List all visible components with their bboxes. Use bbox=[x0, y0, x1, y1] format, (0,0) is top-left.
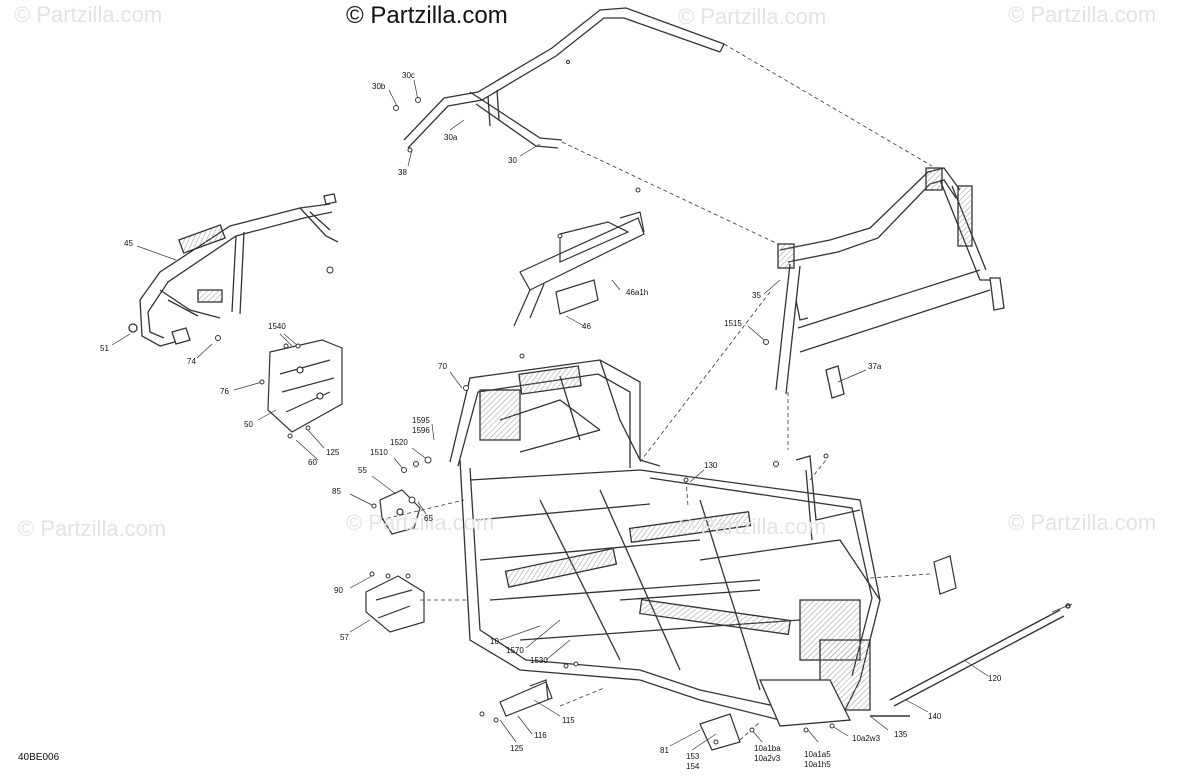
callout-label: 30 bbox=[508, 156, 517, 165]
main-chassis bbox=[449, 359, 881, 727]
callout-label: 1510 bbox=[370, 448, 388, 457]
callout-label: 10a2v3 bbox=[754, 754, 781, 763]
callout-label: 37a bbox=[868, 362, 882, 371]
callout-label: 1520 bbox=[390, 438, 408, 447]
callout-label: 115 bbox=[562, 716, 575, 725]
callout-label: 10a1h5 bbox=[804, 760, 831, 769]
watermark-text: © Partzilla.com bbox=[14, 2, 163, 27]
lower-brackets bbox=[499, 679, 741, 751]
callout-label: 46 bbox=[582, 322, 591, 331]
front-roll-bar bbox=[128, 193, 339, 347]
callout-label: 76 bbox=[220, 387, 229, 396]
callout-label: 55 bbox=[358, 466, 367, 475]
diagram-code: 40BE006 bbox=[18, 752, 60, 763]
side-rail bbox=[870, 603, 1071, 717]
brand-title: © Partzilla.com bbox=[346, 2, 508, 29]
callout-label: 65 bbox=[424, 514, 433, 523]
callout-label: 10a1ba bbox=[754, 744, 781, 753]
callout-label: 1515 bbox=[724, 319, 742, 328]
callout-label: 1595 bbox=[412, 416, 430, 425]
callout-label: 35 bbox=[752, 291, 761, 300]
callout-label: 38 bbox=[398, 168, 407, 177]
callout-label: 140 bbox=[928, 712, 942, 721]
watermark-text: © Partzilla.com bbox=[346, 510, 495, 535]
callout-label: 1596 bbox=[412, 426, 430, 435]
callout-label: 120 bbox=[988, 674, 1002, 683]
callout-label: 74 bbox=[187, 357, 196, 366]
callout-label: 85 bbox=[332, 487, 341, 496]
watermark-text: © Partzilla.com bbox=[1008, 510, 1157, 535]
callout-label: 90 bbox=[334, 586, 343, 595]
callout-label: 135 bbox=[894, 730, 908, 739]
callout-label: 154 bbox=[686, 762, 700, 771]
callout-label: 1540 bbox=[268, 322, 286, 331]
callout-label: 57 bbox=[340, 633, 349, 642]
roof-cage bbox=[403, 7, 1005, 399]
callout-label: 46a1h bbox=[626, 288, 649, 297]
rear-panel bbox=[513, 211, 645, 327]
callout-label: 1530 bbox=[530, 656, 548, 665]
callout-label: 70 bbox=[438, 362, 447, 371]
assembly-lines bbox=[379, 43, 933, 741]
callout-label: 60 bbox=[308, 458, 317, 467]
callout-label: 50 bbox=[244, 420, 253, 429]
callout-label: 10 bbox=[490, 637, 499, 646]
callout-label: 10a1a5 bbox=[804, 750, 831, 759]
callout-label: 130 bbox=[704, 461, 718, 470]
leader-lines bbox=[111, 79, 1073, 751]
callout-label: 45 bbox=[124, 239, 133, 248]
callout-label: 125 bbox=[510, 744, 524, 753]
callout-label: 1570 bbox=[506, 646, 524, 655]
bracket-57 bbox=[365, 575, 425, 633]
watermark-text: © Partzilla.com bbox=[18, 516, 167, 541]
callout-label: 81 bbox=[660, 746, 669, 755]
callout-label: 153 bbox=[686, 752, 700, 761]
watermark-text: © Partzilla.com bbox=[678, 514, 827, 539]
callout-label: 116 bbox=[534, 731, 547, 740]
callout-label: 30b bbox=[372, 82, 386, 91]
callout-label: 30a bbox=[444, 133, 458, 142]
callout-label: 30c bbox=[402, 71, 415, 80]
right-bracket bbox=[933, 555, 957, 595]
fasteners bbox=[215, 60, 835, 745]
callout-label: 51 bbox=[100, 344, 109, 353]
bracket-plate bbox=[267, 339, 343, 433]
watermark-text: © Partzilla.com bbox=[1008, 2, 1157, 27]
watermark-text: © Partzilla.com bbox=[678, 4, 827, 29]
callout-label: 125 bbox=[326, 448, 340, 457]
callout-label: 10a2w3 bbox=[852, 734, 881, 743]
